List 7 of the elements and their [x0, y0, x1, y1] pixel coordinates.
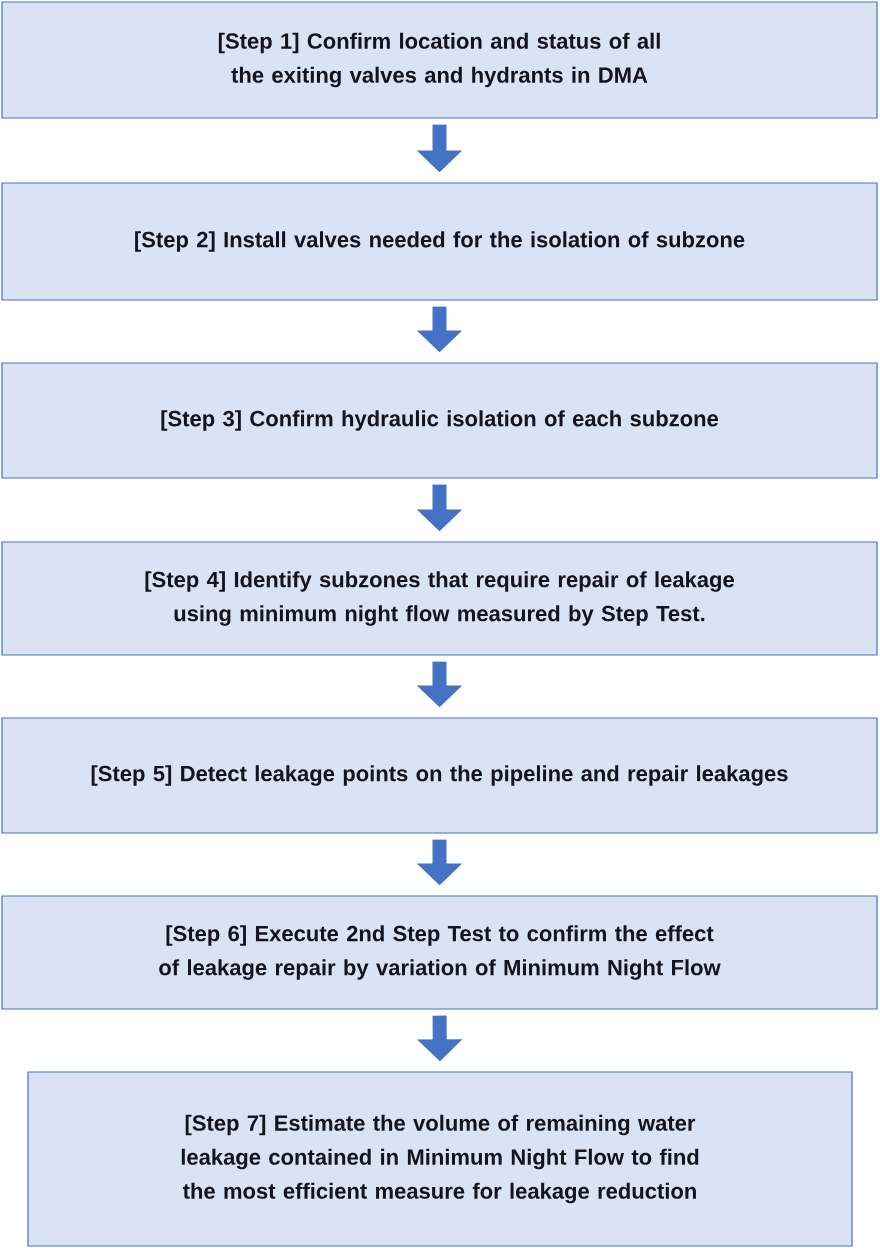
process-box: [Step 4] Identify subzones that require repair of leakage using minimum night flow measured by Step Test.	[1, 541, 878, 656]
process-box: [Step 3] Confirm hydraulic isolation of each subzone	[1, 362, 878, 479]
process-box: [Step 6] Execute 2nd Step Test to confirm the effect of leakage repair by variation of Minimum Night Flow	[1, 895, 878, 1010]
process-box: [Step 1] Confirm location and status of all the exiting valves and hydrants in DMA	[1, 1, 878, 119]
process-box: [Step 2] Install valves needed for the isolation of subzone	[1, 182, 878, 301]
process-box: [Step 7] Estimate the volume of remaining water leakage contained in Minimum Night Flow to find the most efficient measure for leakage reduction	[27, 1071, 853, 1247]
process-box: [Step 5] Detect leakage points on the pipeline and repair leakages	[1, 717, 878, 834]
